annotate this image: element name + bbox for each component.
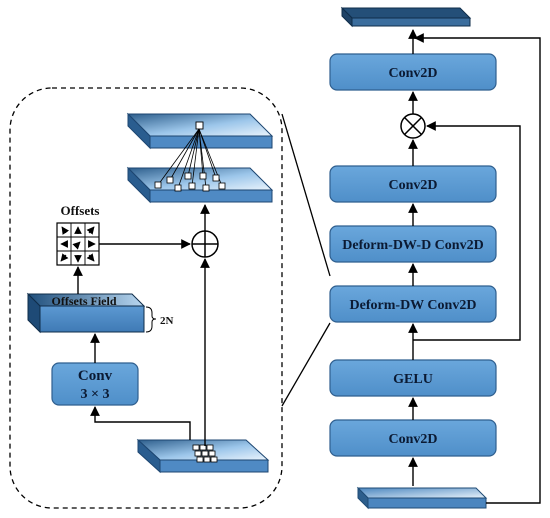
block-deform-dw-label: Deform-DW Conv2D [350,298,477,313]
conv-3x3-block: Conv 3 × 3 [51,362,139,406]
block-conv2d-bottom: Conv2D [329,419,497,457]
block-deform-dw-conv2d: Deform-DW Conv2D [329,285,497,323]
block-conv2d-top: Conv2D [329,53,497,91]
block-conv2d-top-label: Conv2D [388,66,437,81]
block-gelu: GELU [329,359,497,397]
conv-kernel-label: 3 × 3 [81,387,110,402]
offsets-field-block: Offsets Field [26,292,146,334]
output-feature-plate [340,6,472,28]
offsets-grid-icon [56,222,100,266]
block-deform-dw-d-conv2d: Deform-DW-D Conv2D [329,225,497,263]
multiply-operator [400,113,426,139]
deformed-output-plate [126,112,274,150]
block-conv2d-mid: Conv2D [329,165,497,203]
residual-skip-connection [414,33,541,504]
offsets-label: Offsets [61,203,100,218]
block-deform-dw-d-label: Deform-DW-D Conv2D [342,238,483,253]
conv-label: Conv [78,368,113,384]
block-gelu-label: GELU [393,372,433,387]
zoom-connector-top [281,113,331,277]
sampling-plate [126,128,274,204]
offsets-field-label: Offsets Field [52,294,117,308]
offsets-field-dim-brace: 2N [145,306,174,333]
block-conv2d-bottom-label: Conv2D [388,432,437,447]
zoom-connector-bottom [281,322,331,407]
offsets-field-dim: 2N [160,315,174,327]
attention-branch-connection [413,121,521,341]
input-feature-plate [356,486,488,510]
block-conv2d-mid-label: Conv2D [388,178,437,193]
input-plate-left [136,438,270,474]
left-flow-arrows [73,204,210,446]
add-operator [191,230,219,258]
zoom-detail-panel [9,87,283,509]
